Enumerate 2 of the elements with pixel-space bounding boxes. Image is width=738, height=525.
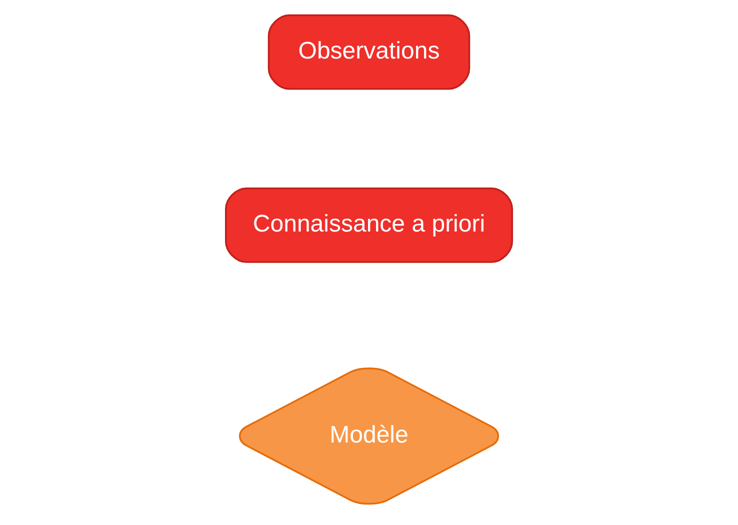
node-box: Connaissance a priori	[225, 188, 513, 263]
node-box: Observations	[268, 14, 470, 90]
